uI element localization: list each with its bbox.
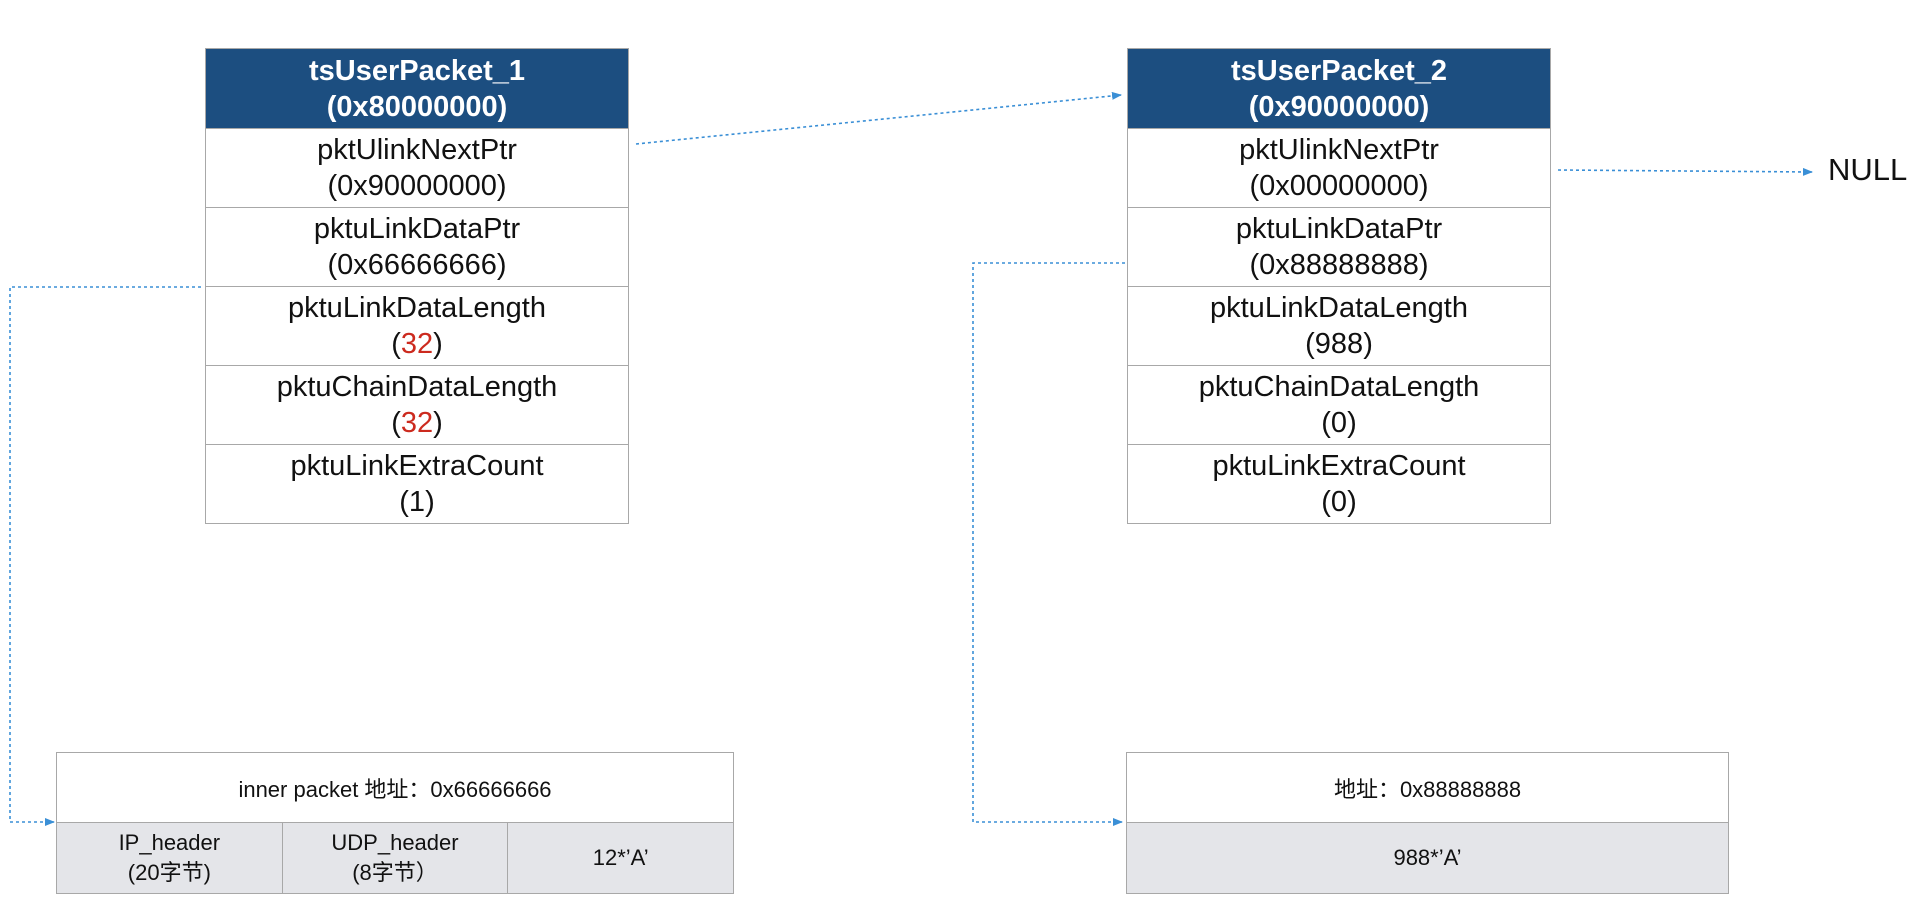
field-value: (988) bbox=[1305, 328, 1373, 360]
packet-1-field-data-length: pktuLinkDataLength (32) bbox=[206, 286, 628, 365]
ip-header-cell: IP_header (20字节) bbox=[118, 830, 221, 885]
packet-2-field-chain-length: pktuChainDataLength (0) bbox=[1128, 365, 1550, 444]
field-value: (0) bbox=[1321, 486, 1357, 518]
field-name: pktuLinkExtraCount bbox=[1212, 450, 1466, 482]
packet-2-field-data-length: pktuLinkDataLength (988) bbox=[1128, 286, 1550, 365]
arrow-packet1-to-packet2 bbox=[635, 91, 1122, 145]
udp-header-cell: UDP_header (8字节） bbox=[281, 823, 508, 893]
packet-1-address: (0x80000000) bbox=[326, 90, 508, 123]
packet-1-field-chain-length: pktuChainDataLength (32) bbox=[206, 365, 628, 444]
packet-1-field-next-ptr: pktUlinkNextPtr (0x90000000) bbox=[206, 128, 628, 207]
field-name: pktUlinkNextPtr bbox=[1239, 134, 1439, 166]
packet-1-name: tsUserPacket_1 bbox=[308, 54, 526, 87]
packet-2-field-next-ptr: pktUlinkNextPtr (0x00000000) bbox=[1128, 128, 1550, 207]
payload-cell: 988*’A’ bbox=[1393, 845, 1462, 870]
field-name: pktuLinkDataLength bbox=[288, 292, 546, 324]
data-buffer-2: 地址：0x88888888 988*’A’ bbox=[1126, 752, 1729, 894]
field-name: pktuLinkExtraCount bbox=[290, 450, 544, 482]
field-value: (0x00000000) bbox=[1249, 170, 1429, 202]
field-name: pktuLinkDataPtr bbox=[1235, 213, 1443, 245]
packet-1-header: tsUserPacket_1 (0x80000000) bbox=[206, 49, 628, 128]
field-name: pktuChainDataLength bbox=[276, 371, 558, 403]
field-value: (1) bbox=[399, 486, 435, 518]
highlighted-value: 32 bbox=[400, 407, 434, 439]
packet-1: tsUserPacket_1 (0x80000000) pktUlinkNext… bbox=[205, 48, 629, 524]
packet-2-name: tsUserPacket_2 bbox=[1230, 54, 1448, 87]
field-name: pktUlinkNextPtr bbox=[317, 134, 517, 166]
field-name: pktuChainDataLength bbox=[1198, 371, 1480, 403]
field-value: (0x66666666) bbox=[327, 249, 507, 281]
arrow-packet2-to-buffer2 bbox=[972, 262, 1125, 826]
buffer-2-title: 地址：0x88888888 bbox=[1333, 776, 1522, 802]
packet-2-field-extra-count: pktuLinkExtraCount (0) bbox=[1128, 444, 1550, 523]
arrow-packet1-to-buffer1 bbox=[9, 286, 201, 826]
field-name: pktuLinkDataPtr bbox=[313, 213, 521, 245]
packet-2-address: (0x90000000) bbox=[1248, 90, 1430, 123]
payload-cell: 12*’A’ bbox=[507, 823, 733, 893]
buffer-1-title: inner packet 地址：0x66666666 bbox=[238, 776, 552, 802]
packet-2-header: tsUserPacket_2 (0x90000000) bbox=[1128, 49, 1550, 128]
packet-1-field-extra-count: pktuLinkExtraCount (1) bbox=[206, 444, 628, 523]
field-value: (32) bbox=[391, 328, 443, 360]
field-value: (0x88888888) bbox=[1249, 249, 1429, 281]
field-value: (0x90000000) bbox=[327, 170, 507, 202]
packet-2-field-data-ptr: pktuLinkDataPtr (0x88888888) bbox=[1128, 207, 1550, 286]
arrow-packet2-to-null bbox=[1557, 167, 1813, 176]
field-name: pktuLinkDataLength bbox=[1210, 292, 1468, 324]
buffer-2-cells: 988*’A’ bbox=[1127, 822, 1728, 893]
packet-1-field-data-ptr: pktuLinkDataPtr (0x66666666) bbox=[206, 207, 628, 286]
highlighted-value: 32 bbox=[400, 328, 434, 360]
buffer-1-cells: IP_header (20字节) UDP_header (8字节） 12*’A’ bbox=[57, 822, 733, 893]
packet-2: tsUserPacket_2 (0x90000000) pktUlinkNext… bbox=[1127, 48, 1551, 524]
inner-packet-buffer: inner packet 地址：0x66666666 IP_header (20… bbox=[56, 752, 734, 894]
field-value: (0) bbox=[1321, 407, 1357, 439]
field-value: (32) bbox=[391, 407, 443, 439]
null-label: NULL bbox=[1828, 152, 1908, 187]
